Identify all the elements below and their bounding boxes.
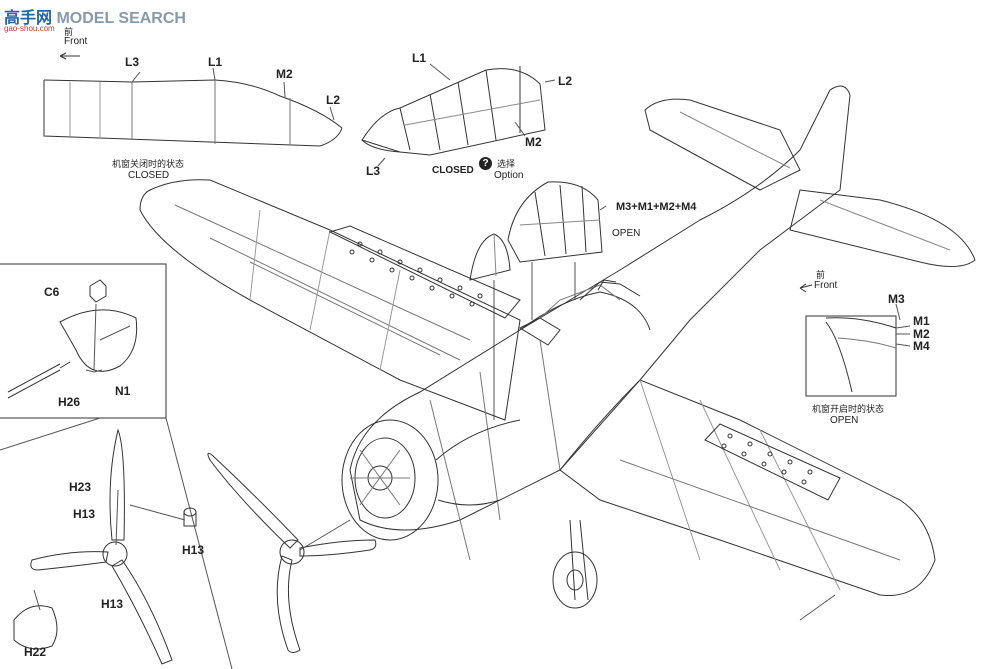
prop-label-h23: H23 <box>69 480 92 494</box>
aircraft-main <box>139 85 976 621</box>
canopy-closed-state: CLOSED <box>432 165 474 176</box>
option-label-en: Option <box>494 170 524 181</box>
canopy-label-m2: M2 <box>525 135 542 149</box>
prop-label-h13-c: H13 <box>101 597 124 611</box>
main-propeller <box>207 452 377 653</box>
prop-label-h13-b: H13 <box>182 543 205 557</box>
front-label-en: Front <box>64 36 88 47</box>
watermark-site: gao-shou.com <box>4 24 55 33</box>
right-label-m4: M4 <box>913 339 930 353</box>
part-label-l2: L2 <box>326 93 341 107</box>
right-label-m2: M2 <box>913 327 930 341</box>
prop-label-h13-a: H13 <box>73 507 96 521</box>
closed-caption-en: CLOSED <box>128 170 170 181</box>
propeller-assembly <box>13 428 197 665</box>
right-label-m3: M3 <box>888 292 905 306</box>
inset-label-h26: H26 <box>58 395 81 409</box>
open-canopy-profile <box>799 283 911 397</box>
closed-canopy-part <box>361 63 556 167</box>
inset-parts <box>7 279 138 399</box>
watermark-logo: 高手网 MODEL SEARCH <box>4 10 186 27</box>
closed-canopy-profile <box>43 52 343 147</box>
right-front-label-cn: 前 <box>816 271 826 281</box>
part-label-m2: M2 <box>276 67 293 81</box>
right-label-m1: M1 <box>913 314 930 328</box>
open-canopy-state: OPEN <box>612 228 641 239</box>
option-question-icon: ? <box>479 157 492 170</box>
open-caption-cn: 机窗开启时的状态 <box>812 405 885 415</box>
canopy-label-l2: L2 <box>558 74 573 88</box>
inset-label-c6: C6 <box>44 285 60 299</box>
open-caption-en: OPEN <box>830 415 859 426</box>
front-label-cn: 前 <box>64 28 74 38</box>
right-front-label-en: Front <box>814 280 838 291</box>
option-label-cn: 选择 <box>497 160 516 170</box>
canopy-label-l3: L3 <box>366 164 381 178</box>
part-label-l1: L1 <box>208 55 223 69</box>
closed-caption-cn: 机窗关闭时的状态 <box>112 160 185 170</box>
part-label-l3: L3 <box>125 55 140 69</box>
prop-label-h22: H22 <box>24 645 47 659</box>
inset-frame <box>0 263 233 669</box>
open-canopy-part <box>469 181 607 420</box>
inset-label-n1: N1 <box>115 384 131 398</box>
canopy-label-l1: L1 <box>412 51 427 65</box>
open-canopy-formula: M3+M1+M2+M4 <box>616 201 697 213</box>
